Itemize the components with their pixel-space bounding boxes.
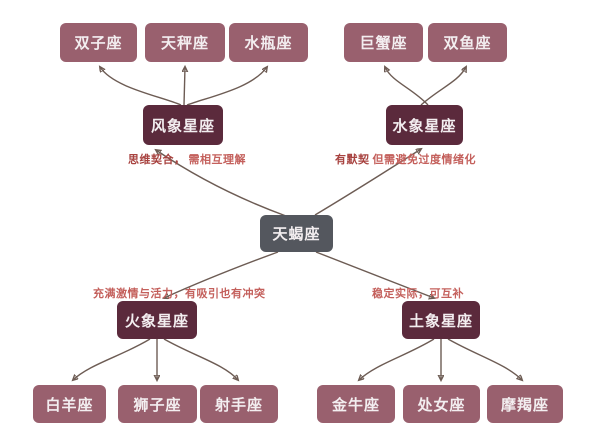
edge-note-fire: 充满激情与活力，有吸引也有冲突 <box>93 285 266 301</box>
node-aries[interactable]: 白羊座 <box>33 385 106 423</box>
edge-scorpio-earth <box>315 251 434 298</box>
node-leo[interactable]: 狮子座 <box>118 385 197 423</box>
edge-note-water-prefix: 有默契 <box>335 154 370 166</box>
edge-air-aquarius <box>186 67 267 106</box>
edge-fire-sagittarius <box>163 338 238 380</box>
node-earth-signs[interactable]: 土象星座 <box>402 301 480 339</box>
edge-note-air-prefix: 思维契合， <box>128 154 186 166</box>
node-scorpio-center[interactable]: 天蝎座 <box>260 215 333 252</box>
node-virgo[interactable]: 处女座 <box>403 385 480 423</box>
edge-scorpio-fire <box>164 251 279 298</box>
node-cancer[interactable]: 巨蟹座 <box>344 23 423 62</box>
edge-earth-taurus <box>359 338 435 380</box>
edge-water-pisces <box>420 67 466 106</box>
edge-note-air: 思维契合，需相互理解 <box>128 151 246 167</box>
node-libra[interactable]: 天秤座 <box>145 23 225 62</box>
node-pisces[interactable]: 双鱼座 <box>428 23 507 62</box>
node-water-signs[interactable]: 水象星座 <box>386 105 463 145</box>
edge-air-libra <box>184 67 185 106</box>
node-fire-signs[interactable]: 火象星座 <box>117 301 197 339</box>
edge-note-air-text: 需相互理解 <box>188 154 246 166</box>
node-taurus[interactable]: 金牛座 <box>317 385 395 423</box>
edge-scorpio-water <box>314 149 421 216</box>
node-aquarius[interactable]: 水瓶座 <box>229 23 308 62</box>
edge-note-earth: 稳定实际，可互补 <box>372 285 464 301</box>
edge-note-earth-text: 稳定实际，可互补 <box>372 288 464 300</box>
edge-scorpio-air <box>156 150 287 217</box>
node-gemini[interactable]: 双子座 <box>60 23 137 62</box>
edge-note-fire-text: 充满激情与活力，有吸引也有冲突 <box>93 288 266 300</box>
edge-note-water-text: 但需避免过度情绪化 <box>372 154 476 166</box>
node-capricorn[interactable]: 摩羯座 <box>487 385 563 423</box>
edge-fire-aries <box>73 338 151 380</box>
edge-earth-capricorn <box>447 338 522 380</box>
node-air-signs[interactable]: 风象星座 <box>143 105 223 145</box>
node-sagittarius[interactable]: 射手座 <box>200 385 278 423</box>
edge-air-gemini <box>100 67 182 106</box>
edge-note-water: 有默契但需避免过度情绪化 <box>335 151 476 167</box>
edge-water-cancer <box>385 67 429 106</box>
